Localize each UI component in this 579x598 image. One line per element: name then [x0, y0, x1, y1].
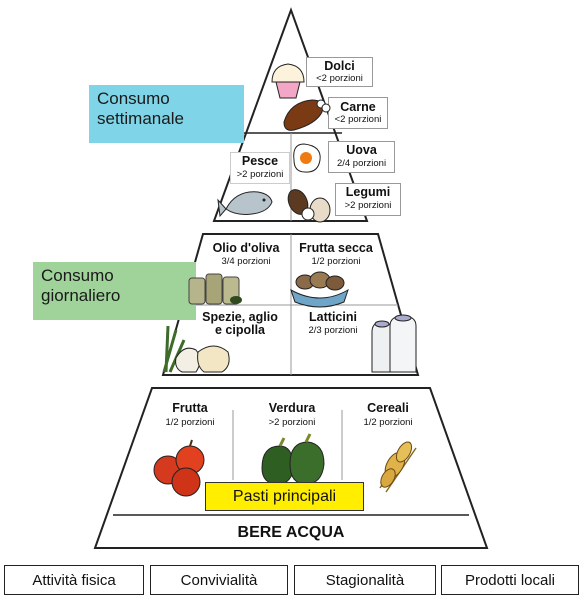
latticini-portion: 2/3 porzioni — [296, 326, 370, 336]
verdura-name: Verdura — [250, 402, 334, 415]
footer-item-prodotti-locali: Prodotti locali — [441, 565, 579, 595]
frutta-secca-portion: 1/2 porzioni — [292, 257, 380, 267]
drink-water-label: BERE ACQUA — [108, 520, 474, 546]
dolci-name: Dolci — [306, 60, 373, 73]
daily-label: Consumo giornaliero — [33, 262, 196, 320]
carne-name: Carne — [328, 101, 388, 114]
olio-name: Olio d'oliva — [204, 242, 288, 255]
olio-portion: 3/4 porzioni — [204, 257, 288, 267]
weekly-label: Consumo settimanale — [89, 85, 244, 143]
carne-portion: <2 porzioni — [328, 115, 388, 125]
cereali-name: Cereali — [348, 402, 428, 415]
cereali-portion: 1/2 porzioni — [348, 418, 428, 428]
footer-item-convivialita: Convivialità — [150, 565, 288, 595]
legumi-name: Legumi — [335, 186, 401, 199]
dolci-portion: <2 porzioni — [306, 74, 373, 84]
legumi-portion: >2 porzioni — [335, 201, 401, 211]
frutta-portion: 1/2 porzioni — [150, 418, 230, 428]
frutta-secca-name: Frutta secca — [292, 242, 380, 255]
footer-item-stagionalita: Stagionalità — [294, 565, 436, 595]
frutta-name: Frutta — [150, 402, 230, 415]
latticini-name: Latticini — [296, 311, 370, 324]
main-meals-banner: Pasti principali — [205, 482, 364, 511]
pesce-portion: >2 porzioni — [230, 170, 290, 180]
spezie-name: Spezie, aglio e cipolla — [190, 311, 290, 336]
uova-portion: 2/4 porzioni — [328, 159, 395, 169]
verdura-portion: >2 porzioni — [250, 418, 334, 428]
uova-name: Uova — [328, 144, 395, 157]
footer-item-attivita-fisica: Attività fisica — [4, 565, 144, 595]
pesce-name: Pesce — [230, 155, 290, 168]
